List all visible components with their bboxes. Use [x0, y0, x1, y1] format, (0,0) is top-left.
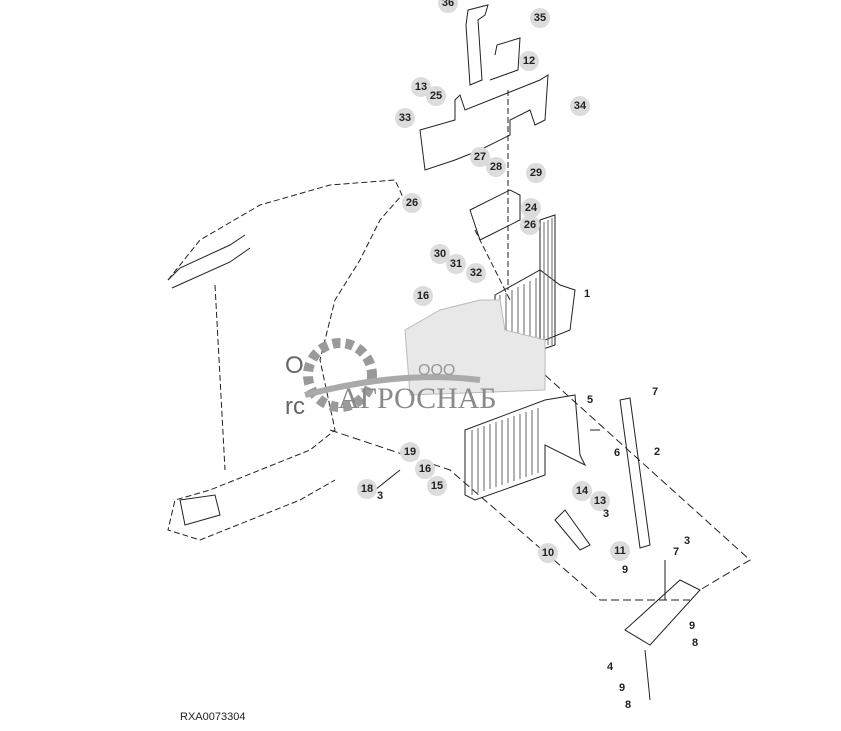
gear-icon [303, 338, 377, 412]
callout-2: 2 [653, 446, 661, 458]
callout-9: 9 [688, 620, 696, 632]
callout-26: 26 [402, 193, 422, 213]
callout-28: 28 [486, 157, 506, 177]
bracket-36 [465, 4, 489, 86]
callout-16: 16 [415, 459, 435, 479]
bracket-10 [554, 509, 591, 551]
callout-36: 36 [438, 0, 458, 13]
callout-3: 3 [683, 535, 691, 547]
callout-35: 35 [530, 8, 550, 28]
callout-15: 15 [427, 476, 447, 496]
rod-2 [619, 397, 651, 549]
combine-harvester-icon [404, 299, 546, 396]
plate-4 [624, 579, 701, 646]
callout-12: 12 [519, 51, 539, 71]
callout-34: 34 [570, 96, 590, 116]
watermark-prefix: ООО [418, 362, 456, 379]
callout-19: 19 [400, 442, 420, 462]
plate-33 [419, 74, 549, 171]
callout-9: 9 [618, 682, 626, 694]
bracket-29 [469, 189, 521, 241]
bottom-bracket [179, 494, 221, 526]
callout-25: 25 [426, 86, 446, 106]
hood-outline [167, 179, 403, 541]
watermark-name: АГРОСНАБ [338, 382, 497, 415]
centerline [474, 90, 511, 301]
callout-31: 31 [446, 254, 466, 274]
callout-26: 26 [520, 215, 540, 235]
callout-27: 27 [470, 147, 490, 167]
partial-text-2: rc [285, 393, 305, 420]
partial-text-1: O [285, 352, 304, 379]
callout-16: 16 [413, 286, 433, 306]
callout-1: 1 [583, 288, 591, 300]
rod-35 [489, 37, 521, 81]
callout-14: 14 [572, 481, 592, 501]
callout-8: 8 [624, 699, 632, 711]
callout-10: 10 [538, 543, 558, 563]
callout-8: 8 [691, 637, 699, 649]
callout-5: 5 [586, 394, 594, 406]
callout-3: 3 [602, 508, 610, 520]
callout-3: 3 [376, 490, 384, 502]
callout-7: 7 [672, 546, 680, 558]
dashed-frame [329, 374, 751, 601]
callout-24: 24 [521, 198, 541, 218]
screen-lower [464, 394, 587, 501]
hood-support-rod [214, 284, 226, 471]
hood-arm [167, 234, 251, 289]
callout-29: 29 [526, 163, 546, 183]
callout-33: 33 [395, 108, 415, 128]
callout-18: 18 [357, 479, 377, 499]
callout-32: 32 [466, 263, 486, 283]
callout-9: 9 [621, 564, 629, 576]
callout-13: 13 [590, 491, 610, 511]
callout-30: 30 [430, 244, 450, 264]
callout-7: 7 [651, 386, 659, 398]
callout-11: 11 [610, 541, 630, 561]
callout-4: 4 [606, 661, 614, 673]
figure-id: RXA0073304 [180, 711, 246, 723]
callout-6: 6 [613, 447, 621, 459]
bolt-lines [374, 429, 666, 701]
